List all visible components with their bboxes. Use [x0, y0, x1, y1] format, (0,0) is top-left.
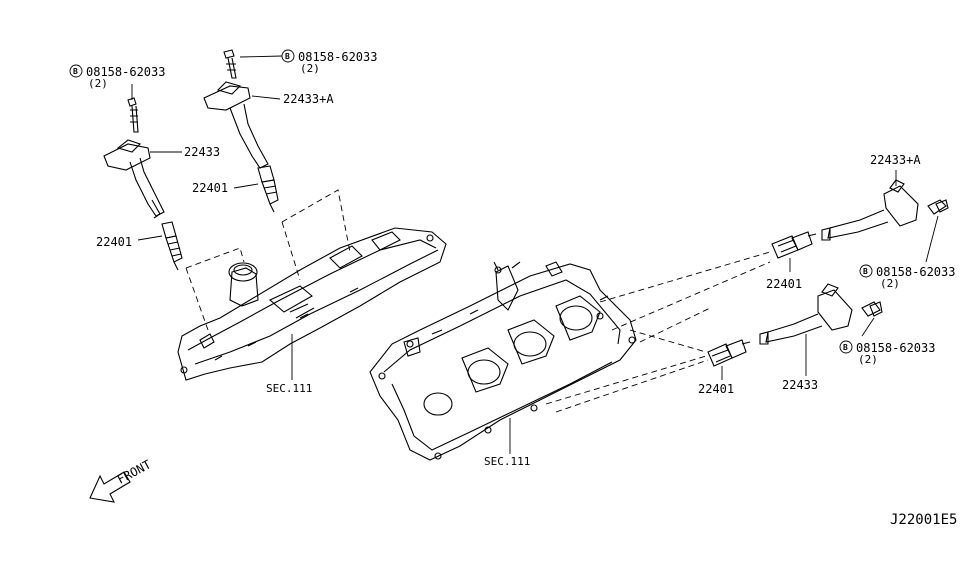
label-bolt-top-center: 08158-62033 — [298, 50, 377, 64]
coil-left — [103, 139, 165, 219]
label-bolt-right-mid: 08158-62033 — [856, 341, 935, 355]
label-plug-right-mid: 22401 — [698, 382, 734, 396]
left-valve-cover — [177, 227, 447, 381]
plug-right-top — [771, 231, 817, 259]
right-dashed-guides — [545, 251, 771, 413]
coil-right-mid — [759, 283, 853, 345]
left-dashed-guides — [185, 189, 351, 331]
qty-bolt-right-mid: (2) — [858, 353, 878, 366]
marker-b-right-mid: B — [843, 343, 848, 352]
label-sec-left: SEC.111 — [266, 382, 312, 395]
qty-bolt-top-left: (2) — [88, 77, 108, 90]
label-coil-upper: 22433+A — [283, 92, 334, 106]
left-leaders — [131, 55, 293, 380]
label-plug-upper: 22401 — [192, 181, 228, 195]
coil-right-top — [821, 179, 919, 241]
label-coil-right-mid: 22433 — [782, 378, 818, 392]
qty-bolt-top-center: (2) — [300, 62, 320, 75]
label-plug-left: 22401 — [96, 235, 132, 249]
marker-b-top-left: B — [73, 67, 78, 76]
plug-upper — [257, 165, 279, 213]
right-valve-cover — [369, 261, 637, 461]
bolt-upper — [223, 49, 237, 79]
bolt-right-top — [927, 199, 949, 215]
front-arrow-icon — [89, 471, 131, 503]
marker-b-top-center: B — [285, 52, 290, 61]
plug-right-mid — [707, 339, 751, 367]
marker-b-right-top: B — [863, 267, 868, 276]
label-bolt-right-top: 08158-62033 — [876, 265, 955, 279]
label-plug-right-top: 22401 — [766, 277, 802, 291]
qty-bolt-right-top: (2) — [880, 277, 900, 290]
bolt-marker-circles — [69, 49, 873, 354]
coil-upper — [203, 81, 269, 169]
label-bolt-top-left: 08158-62033 — [86, 65, 165, 79]
label-front: FRONT — [115, 457, 153, 486]
bolt-right-mid — [861, 301, 883, 317]
label-coil-right-top: 22433+A — [870, 153, 921, 167]
label-coil-left: 22433 — [184, 145, 220, 159]
diagram-code: J22001E5 — [890, 512, 957, 528]
plug-left — [161, 221, 183, 271]
label-sec-right: SEC.111 — [484, 455, 530, 468]
right-leaders — [509, 170, 939, 454]
